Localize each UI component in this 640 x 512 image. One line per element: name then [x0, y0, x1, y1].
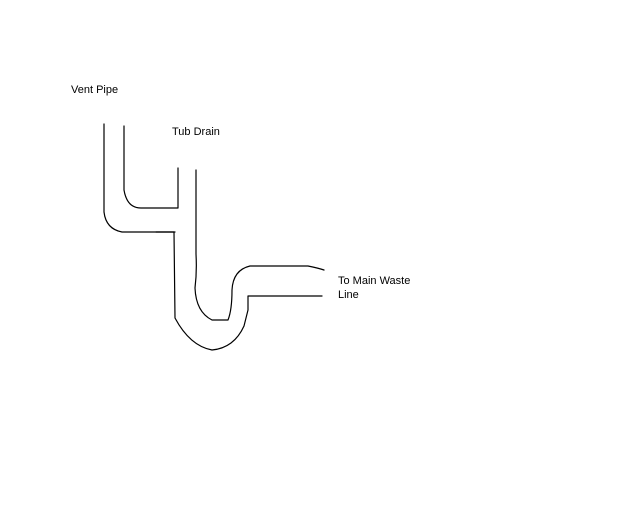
vent-pipe-inner-wall [123, 125, 179, 209]
tub-drain-label: Tub Drain [172, 126, 220, 138]
p-trap-outer-wall [155, 231, 323, 351]
main-waste-line-label-line1: To Main Waste [338, 275, 411, 287]
main-waste-line-label: To Main Waste Line [338, 274, 410, 302]
vent-pipe-label: Vent Pipe [71, 84, 119, 96]
tub-drain-inner-wall [194, 169, 325, 321]
vent-pipe-outer-wall [103, 123, 176, 233]
main-waste-line-label-line2: Line [338, 289, 359, 301]
